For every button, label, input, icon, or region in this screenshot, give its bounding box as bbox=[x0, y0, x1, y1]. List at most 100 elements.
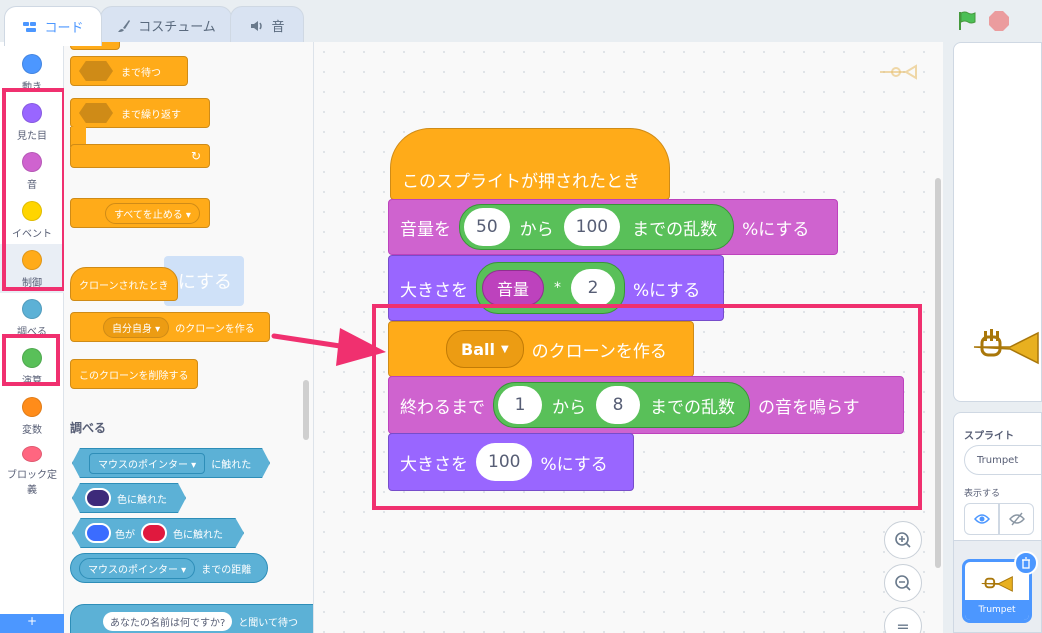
category-my-blocks[interactable]: ブロック定 義 bbox=[0, 440, 64, 496]
palette-delete-clone[interactable]: このクローンを削除する bbox=[70, 359, 198, 389]
zoom-reset-button[interactable]: = bbox=[884, 607, 922, 633]
touching-dropdown[interactable]: マウスのポインター ▾ bbox=[89, 452, 206, 474]
c-block-foot: ↻ bbox=[70, 144, 210, 168]
zoom-in-icon bbox=[895, 532, 911, 548]
motion-dot-icon bbox=[22, 54, 42, 74]
palette-repeat-until[interactable]: まで繰り返す bbox=[70, 98, 210, 128]
extension-button[interactable]: + bbox=[0, 614, 64, 633]
palette-create-clone[interactable]: 自分自身 ▾ のクローンを作る bbox=[70, 312, 270, 342]
block-label: に触れた bbox=[211, 459, 252, 471]
random-from-input[interactable]: 1 bbox=[498, 386, 542, 424]
tab-code-label: コード bbox=[44, 21, 84, 36]
block-create-clone[interactable]: Ball ▼ のクローンを作る bbox=[388, 321, 694, 377]
my-blocks-dot-icon bbox=[22, 446, 42, 462]
category-motion[interactable]: 動き bbox=[0, 48, 64, 97]
category-sound[interactable]: 音 bbox=[0, 146, 64, 195]
tab-sounds[interactable]: 音 bbox=[230, 6, 304, 44]
equals-icon: = bbox=[896, 616, 910, 633]
speaker-icon bbox=[251, 20, 263, 31]
palette-scrollbar[interactable] bbox=[303, 380, 309, 440]
chevron-down-icon: ▼ bbox=[500, 343, 509, 355]
color-swatch[interactable] bbox=[85, 523, 111, 543]
block-play-sound-until-done[interactable]: 終わるまで 1 から 8 までの乱数 の音を鳴らす bbox=[388, 376, 904, 434]
zoom-out-icon bbox=[895, 575, 911, 591]
operators-dot-icon bbox=[22, 348, 42, 368]
block-label: 大きさを bbox=[400, 454, 468, 475]
sprite-info-panel: スプライト Trumpet 表示する bbox=[953, 412, 1042, 542]
block-label: まで待つ bbox=[121, 67, 161, 79]
tab-code[interactable]: コード bbox=[4, 6, 102, 46]
show-sprite-button[interactable] bbox=[964, 503, 999, 535]
multiply-reporter[interactable]: 音量 * 2 bbox=[476, 262, 626, 314]
dropdown-value: Ball bbox=[461, 339, 495, 359]
category-operators[interactable]: 演算 bbox=[0, 342, 64, 391]
operator-symbol: * bbox=[554, 280, 562, 296]
color-swatch[interactable] bbox=[141, 523, 167, 543]
palette-stop-all[interactable]: すべてを止める ▾ bbox=[70, 198, 210, 228]
palette-touching[interactable]: マウスのポインター ▾ に触れた bbox=[72, 448, 270, 478]
tab-sounds-label: 音 bbox=[271, 20, 285, 35]
brush-icon bbox=[118, 19, 131, 32]
show-label: 表示する bbox=[964, 489, 1001, 499]
category-label: ブロック定 bbox=[7, 470, 57, 481]
stop-dropdown[interactable]: すべてを止める ▾ bbox=[105, 202, 200, 224]
size-value-input[interactable]: 100 bbox=[476, 443, 533, 481]
stage-canvas[interactable] bbox=[953, 42, 1042, 402]
section-title-sensing: 調べる bbox=[70, 421, 107, 435]
clone-dropdown[interactable]: 自分自身 ▾ bbox=[103, 316, 170, 338]
multiply-value-input[interactable]: 2 bbox=[571, 269, 616, 307]
reporter-label: までの乱数 bbox=[650, 397, 735, 418]
green-flag-icon[interactable] bbox=[956, 10, 978, 32]
clone-target-dropdown[interactable]: Ball ▼ bbox=[446, 330, 524, 368]
delete-sprite-button[interactable] bbox=[1014, 551, 1038, 575]
random-to-input[interactable]: 100 bbox=[563, 208, 621, 246]
palette-block-partial[interactable] bbox=[70, 42, 120, 50]
boolean-slot bbox=[79, 61, 113, 81]
palette-ask-and-wait[interactable]: あなたの名前は何ですか? と聞いて待つ bbox=[70, 604, 313, 633]
block-label: %にする bbox=[540, 454, 608, 475]
category-variables[interactable]: 変数 bbox=[0, 391, 64, 440]
category-label: イベント bbox=[12, 229, 52, 240]
variables-dot-icon bbox=[22, 397, 42, 417]
tab-costumes[interactable]: コスチューム bbox=[100, 6, 232, 44]
code-icon bbox=[23, 21, 37, 32]
ask-input[interactable]: あなたの名前は何ですか? bbox=[103, 611, 233, 631]
script-workspace[interactable]: このスプライトが押されたとき 音量を 50 から 100 までの乱数 %にする … bbox=[314, 42, 943, 633]
palette-wait-until[interactable]: まで待つ bbox=[70, 56, 188, 86]
palette-color-touching-color[interactable]: 色が 色に触れた bbox=[72, 518, 244, 548]
palette-distance-to[interactable]: マウスのポインター ▾ までの距離 bbox=[70, 553, 268, 583]
category-control[interactable]: 制御 bbox=[0, 244, 64, 293]
hat-when-sprite-clicked[interactable]: このスプライトが押されたとき bbox=[390, 128, 670, 200]
random-from-input[interactable]: 50 bbox=[464, 208, 510, 246]
trumpet-sprite-icon bbox=[973, 329, 1039, 365]
stop-icon[interactable] bbox=[988, 10, 1010, 32]
block-label: の音を鳴らす bbox=[758, 397, 860, 418]
pick-random-reporter[interactable]: 50 から 100 までの乱数 bbox=[459, 204, 735, 250]
distance-dropdown[interactable]: マウスのポインター ▾ bbox=[79, 557, 196, 579]
zoom-out-button[interactable] bbox=[884, 564, 922, 602]
category-sensing[interactable]: 調べる bbox=[0, 293, 64, 342]
hide-sprite-button[interactable] bbox=[999, 503, 1034, 535]
pick-random-reporter[interactable]: 1 から 8 までの乱数 bbox=[493, 382, 750, 428]
block-set-size-100[interactable]: 大きさを 100 %にする bbox=[388, 433, 634, 491]
block-label: 色に触れた bbox=[173, 529, 223, 541]
reporter-label: から bbox=[552, 397, 586, 418]
block-label: 大きさを bbox=[400, 280, 468, 301]
color-swatch[interactable] bbox=[85, 488, 111, 508]
category-label-line2: 義 bbox=[27, 485, 37, 496]
palette-touching-color[interactable]: 色に触れた bbox=[72, 483, 186, 513]
zoom-in-button[interactable] bbox=[884, 521, 922, 559]
volume-reporter[interactable]: 音量 bbox=[482, 270, 545, 306]
block-label: クローンされたとき bbox=[79, 280, 169, 292]
random-to-input[interactable]: 8 bbox=[596, 386, 640, 424]
palette-when-clone-start[interactable]: クローンされたとき bbox=[70, 267, 178, 301]
category-looks[interactable]: 見た目 bbox=[0, 97, 64, 146]
c-block-arm bbox=[70, 127, 86, 147]
sprite-name-input[interactable]: Trumpet bbox=[964, 445, 1042, 475]
category-events[interactable]: イベント bbox=[0, 195, 64, 244]
block-set-volume[interactable]: 音量を 50 から 100 までの乱数 %にする bbox=[388, 199, 838, 255]
block-set-size[interactable]: 大きさを 音量 * 2 %にする bbox=[388, 255, 724, 321]
category-label: 見た目 bbox=[17, 131, 47, 142]
workspace-scrollbar[interactable] bbox=[935, 178, 941, 568]
